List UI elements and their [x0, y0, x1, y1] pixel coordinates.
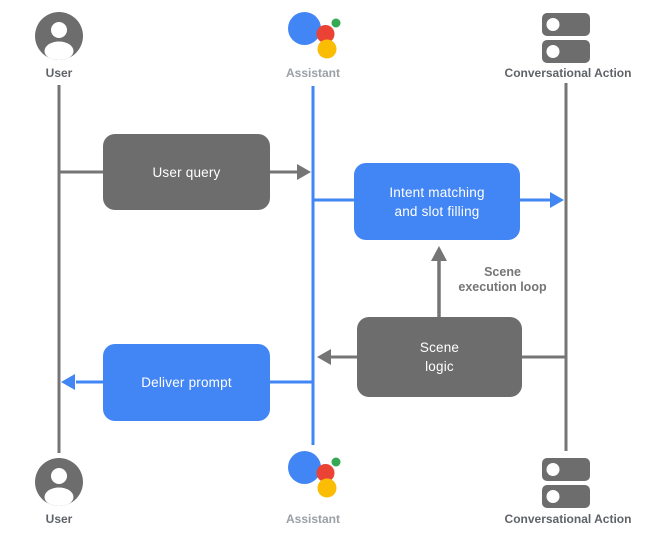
conversational-action-bottom-label: Conversational Action	[504, 512, 632, 526]
intent-matching-label: Intent matching and slot filling	[389, 183, 484, 221]
scene-logic-label: Scene logic	[420, 338, 459, 376]
person-circle-icon	[35, 12, 83, 60]
user-query-node: User query	[103, 134, 270, 210]
arrowhead-right-gray	[297, 164, 311, 180]
assistant-bottom-label: Assistant	[285, 512, 341, 526]
user-query-label: User query	[152, 164, 221, 180]
scene-execution-loop-label: Scene execution loop	[430, 265, 575, 295]
arrowhead-up-gray	[431, 246, 447, 261]
google-assistant-dots-icon	[288, 12, 341, 59]
server-stack-icon	[542, 458, 590, 508]
arrowhead-right-blue	[550, 192, 564, 208]
scene-logic-line2: logic	[425, 359, 454, 374]
person-circle-icon	[35, 458, 83, 506]
user-top-label: User	[45, 66, 73, 80]
deliver-prompt-label: Deliver prompt	[141, 375, 232, 390]
scene-logic-node: Scene logic	[357, 317, 522, 397]
assistant-top-label: Assistant	[285, 66, 341, 80]
intent-matching-line1: Intent matching	[389, 184, 485, 200]
intent-matching-node: Intent matching and slot filling	[354, 163, 520, 240]
scene-loop-line1: Scene	[484, 265, 521, 279]
conversational-action-top-label: Conversational Action	[504, 66, 632, 80]
google-assistant-dots-icon	[288, 451, 341, 498]
intent-matching-line2: and slot filling	[394, 203, 480, 219]
deliver-prompt-node: Deliver prompt	[103, 344, 270, 421]
arrowhead-left-gray	[317, 349, 331, 365]
arrowhead-left-blue	[61, 374, 75, 390]
scene-loop-line2: execution loop	[458, 280, 547, 294]
scene-logic-line1: Scene	[419, 340, 460, 355]
server-stack-icon	[542, 13, 590, 63]
user-bottom-label: User	[45, 512, 73, 526]
